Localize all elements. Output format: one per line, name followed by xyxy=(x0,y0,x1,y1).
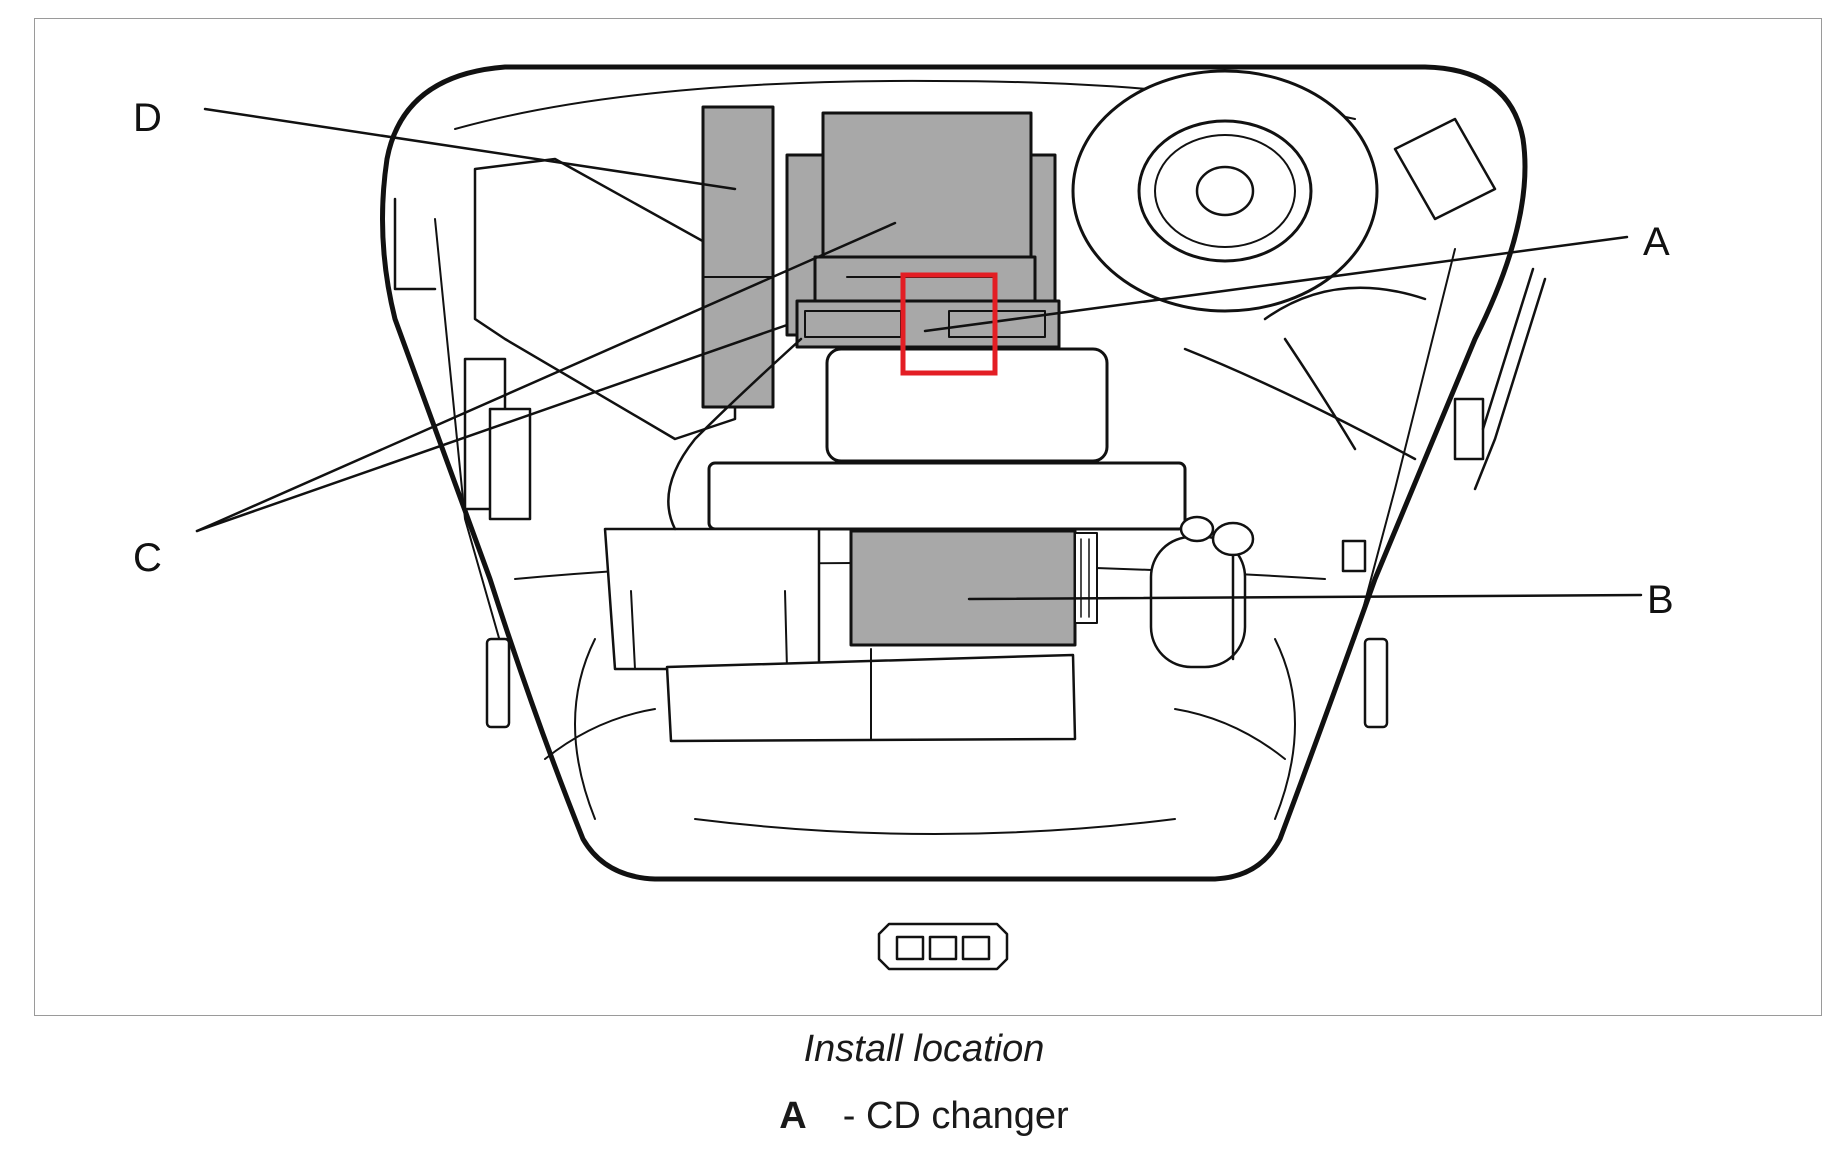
module-c xyxy=(821,111,1033,277)
leader-line-b xyxy=(967,593,1643,601)
leader-line-c xyxy=(195,221,897,533)
left-hinge-bracket xyxy=(393,197,1389,729)
leader-lines xyxy=(195,107,1643,601)
callout-b: B xyxy=(1647,578,1674,622)
callout-c: C xyxy=(133,536,162,580)
left-storage-box xyxy=(473,157,737,441)
compartment-outline xyxy=(380,64,1528,882)
cross-beam xyxy=(707,461,1187,531)
leader-line-a xyxy=(923,235,1629,333)
callout-d: D xyxy=(133,96,162,140)
module-d xyxy=(701,105,775,409)
legend-key: A xyxy=(779,1095,807,1137)
right-wiring xyxy=(1183,117,1547,573)
figure-caption: Install location xyxy=(803,1028,1045,1070)
canister xyxy=(1149,515,1255,669)
speaker xyxy=(1071,69,1379,313)
callout-a: A xyxy=(1643,220,1670,264)
legend-item-a: A - CD changer xyxy=(0,1095,1848,1138)
legend-text: - CD changer xyxy=(842,1095,1069,1137)
highlight-box-a xyxy=(900,272,998,376)
leader-line-c-2 xyxy=(195,323,789,533)
install-location-diagram: D C A B xyxy=(133,64,1674,971)
module-b xyxy=(849,529,1077,647)
leader-line-d xyxy=(203,107,737,191)
connector-symbol xyxy=(877,922,1009,971)
diagram-frame: D C A B xyxy=(34,18,1822,1016)
c-cable xyxy=(667,337,803,531)
cd-changer-cover xyxy=(825,347,1109,463)
module-c-slot xyxy=(813,255,1037,307)
